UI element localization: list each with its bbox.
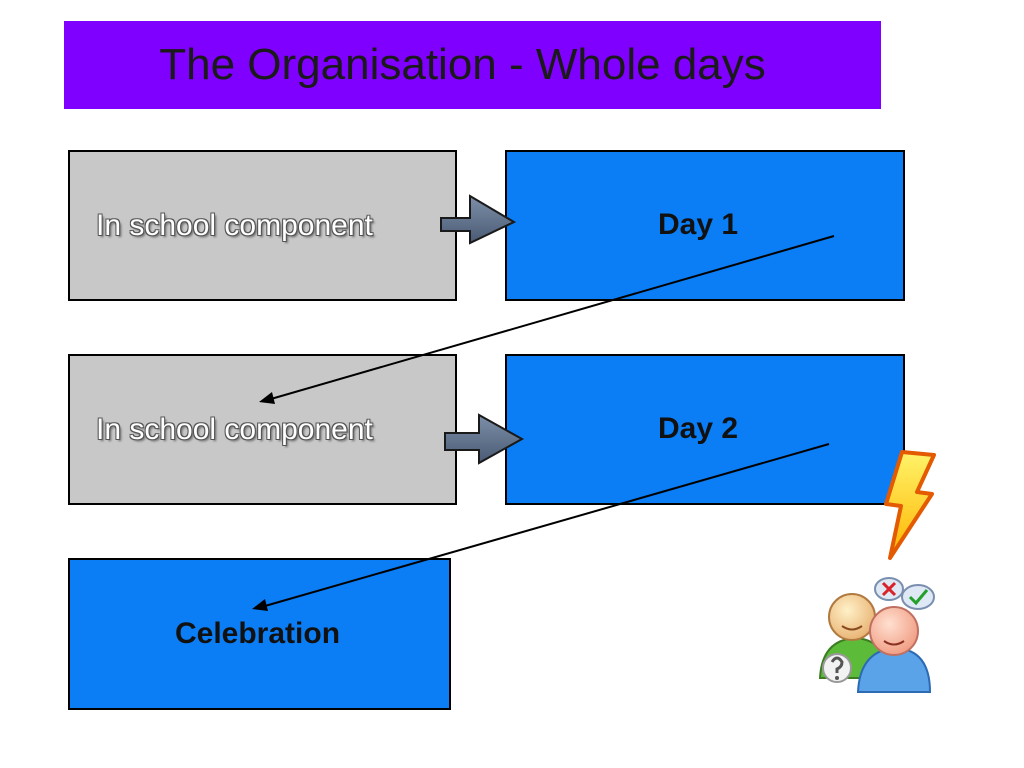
day-1-box: Day 1 — [505, 150, 905, 301]
in-school-component-box-1: In school component — [68, 150, 457, 301]
celebration-box: Celebration — [68, 558, 451, 710]
in-school-component-box-2: In school component — [68, 354, 457, 505]
in-school-component-label-2: In school component — [96, 412, 373, 446]
celebration-label: Celebration — [174, 617, 341, 650]
page-title: The Organisation - Whole days — [159, 40, 766, 89]
day-2-label: Day 2 — [658, 412, 739, 445]
day-1-label: Day 1 — [658, 208, 739, 241]
day-2-box: Day 2 — [505, 354, 905, 505]
in-school-component-label-1: In school component — [96, 208, 373, 242]
title-banner: The Organisation - Whole days — [64, 21, 881, 109]
discussion-people-icon — [818, 577, 935, 693]
